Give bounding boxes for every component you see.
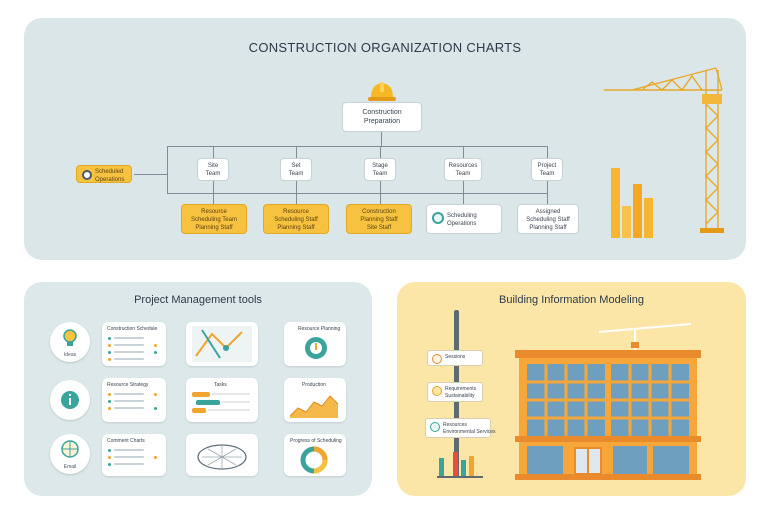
list-row [114,449,144,451]
area-chart-icon [290,395,339,418]
list-row [114,351,144,353]
ideas-circle[interactable]: Ideas [50,322,90,362]
list-row [114,358,144,360]
connector-line [547,146,548,158]
staff-node[interactable]: Resource Scheduling Team Planning Staff [181,204,247,234]
list-row [114,407,144,409]
status-dot [108,463,111,466]
info-circle[interactable] [50,380,90,420]
list-row [114,400,144,402]
production-card[interactable]: Production [284,378,346,422]
status-dot [108,351,111,354]
team-node[interactable]: Project Team [531,158,563,181]
status-dot [108,358,111,361]
sign-sessions[interactable]: Sessions [427,350,483,366]
connector-line [167,146,168,194]
gantt-icon [192,392,250,413]
bim-title: Building Information Modeling [499,294,644,306]
connector-line [463,181,464,205]
status-dot [108,407,111,410]
list-row [114,463,144,465]
crane-icon [598,323,692,350]
connector-line [463,146,464,158]
connector-line [134,174,167,175]
globe-icon [61,440,79,458]
blueprint-icon [197,444,247,470]
bar-chart-icon [437,452,483,478]
list-row [114,456,144,458]
connector-line [213,146,214,158]
email-circle[interactable]: Email [50,434,90,474]
connector-line [167,193,548,194]
status-dot [108,400,111,403]
progress-ring-icon [305,337,327,359]
map-card[interactable] [186,322,258,366]
strategy-list-card[interactable]: Resource Strategy [102,378,166,422]
connector-line [380,146,381,158]
status-dot [154,351,157,354]
status-dot [108,449,111,452]
tasks-card[interactable]: Tasks [186,378,258,422]
team-node[interactable]: Stage Team [364,158,396,181]
document-icon [432,386,442,396]
comment-list-card[interactable]: Comment Charts [102,434,166,476]
gear-icon [82,170,92,180]
status-dot [108,456,111,459]
status-dot [154,344,157,347]
team-node[interactable]: Site Team [197,158,229,181]
map-icon [192,326,252,362]
staff-node[interactable]: Scheduling Operations [426,204,502,234]
donut-chart-icon [300,446,328,474]
team-node[interactable]: Resources Team [444,158,482,181]
hard-hat-icon [368,82,396,101]
info-icon [430,422,440,432]
sign-resources[interactable]: Resources Environmental Services [425,418,496,438]
status-dot [108,393,111,396]
crane-icon [604,67,724,233]
blueprint-card[interactable] [186,434,258,476]
status-dot [154,456,157,459]
people-icon [432,212,444,224]
staff-node[interactable]: Resource Scheduling Staff Planning Staff [263,204,329,234]
sign-requirements[interactable]: Requirements Sustainability [427,382,483,402]
lightbulb-icon [63,329,77,346]
staff-node[interactable]: Assigned Scheduling Staff Planning Staff [517,204,579,234]
status-dot [154,393,157,396]
project-management-title: Project Management tools [134,294,262,306]
bim-panel: Building Information Modeling Sessions R… [397,282,746,496]
connector-line [547,181,548,205]
info-icon [61,391,79,409]
building-icon [515,350,701,480]
status-dot [154,407,157,410]
progress-card[interactable]: Progress of Scheduling [284,434,346,476]
status-dot [108,337,111,340]
connector-line [380,181,381,205]
list-row [114,393,144,395]
org-chart-panel: CONSTRUCTION ORGANIZATION CHARTS Constru… [24,18,746,260]
side-node[interactable]: Scheduled Operations [76,165,132,183]
bar-chart-icon [611,168,653,238]
connector-line [296,146,297,158]
clock-icon [432,354,442,364]
root-node[interactable]: Construction Preparation [342,102,422,132]
connector-line [213,181,214,205]
schedule-list-card[interactable]: Construction Schedule [102,322,166,366]
list-row [114,337,144,339]
project-management-panel: Project Management tools Ideas Email Con… [24,282,372,496]
connector-line [381,132,382,147]
org-chart-title: CONSTRUCTION ORGANIZATION CHARTS [248,40,522,55]
staff-node[interactable]: Construction Planning Staff Site Staff [346,204,412,234]
list-row [114,344,144,346]
team-node[interactable]: Set Team [280,158,312,181]
connector-line [296,181,297,205]
status-dot [108,344,111,347]
connector-line [167,146,548,147]
resource-planning-card[interactable]: Resource Planning [284,322,346,366]
